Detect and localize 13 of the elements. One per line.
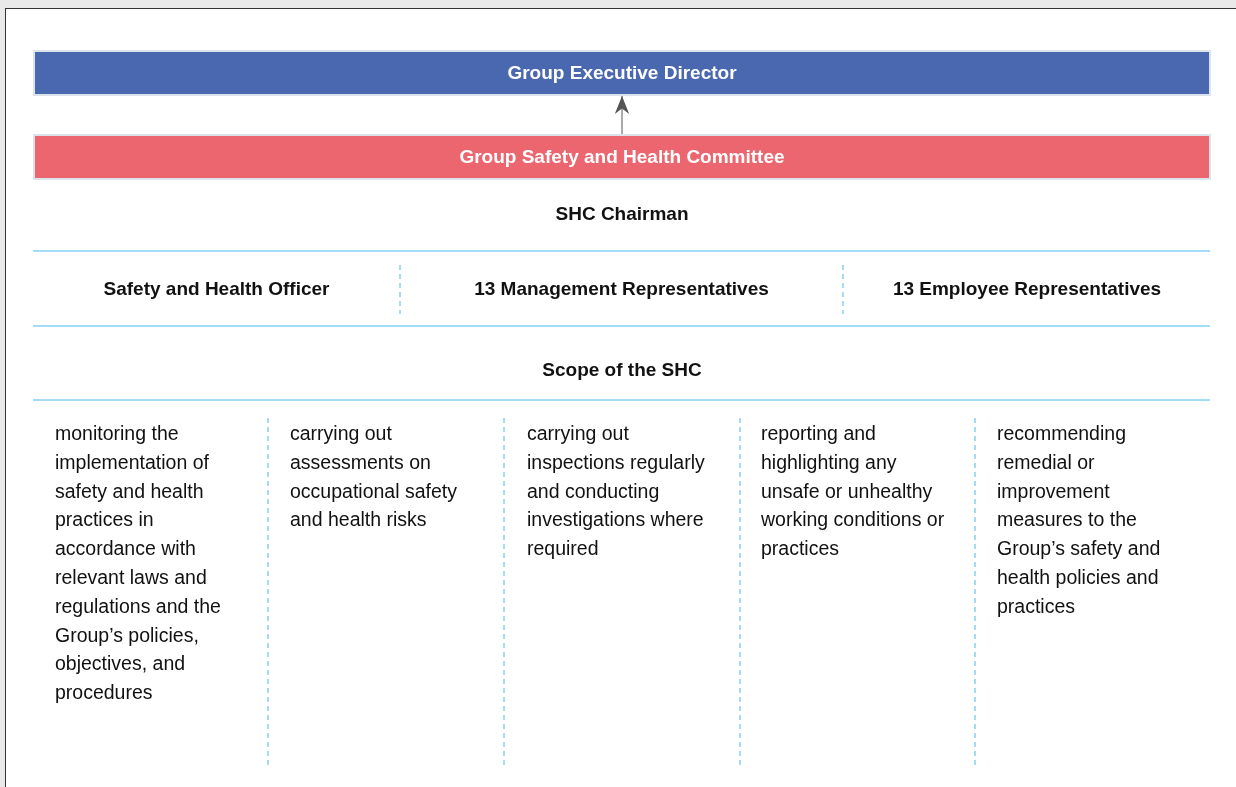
role-title: 13 Employee Representatives <box>891 278 1163 300</box>
scope-text: monitoring the implementation of safety and health practices in accordance with relevant laws and regulations and the Group’s policies, objectives, and procedures <box>55 421 222 706</box>
role-title: SHC Chairman <box>554 203 690 225</box>
scope-text: reporting and highlighting any unsafe or unhealthy working conditions or practices <box>761 421 946 562</box>
org-box: Group Safety and Health Committee <box>33 134 1211 180</box>
section-heading: Scope of the SHC <box>541 359 703 381</box>
role-title: 13 Management Representatives <box>473 278 770 300</box>
scope-text: carrying out inspections regularly and conducting investigations where required <box>527 421 706 562</box>
org-box: Group Executive Director <box>33 50 1211 96</box>
scope-text: carrying out assessments on occupational safety and health risks <box>290 421 458 533</box>
scope-text: recommending remedial or improvement measures to the Group’s safety and health policies and practices <box>997 421 1162 619</box>
role-title: Safety and Health Officer <box>102 278 331 300</box>
arrow <box>614 95 630 135</box>
